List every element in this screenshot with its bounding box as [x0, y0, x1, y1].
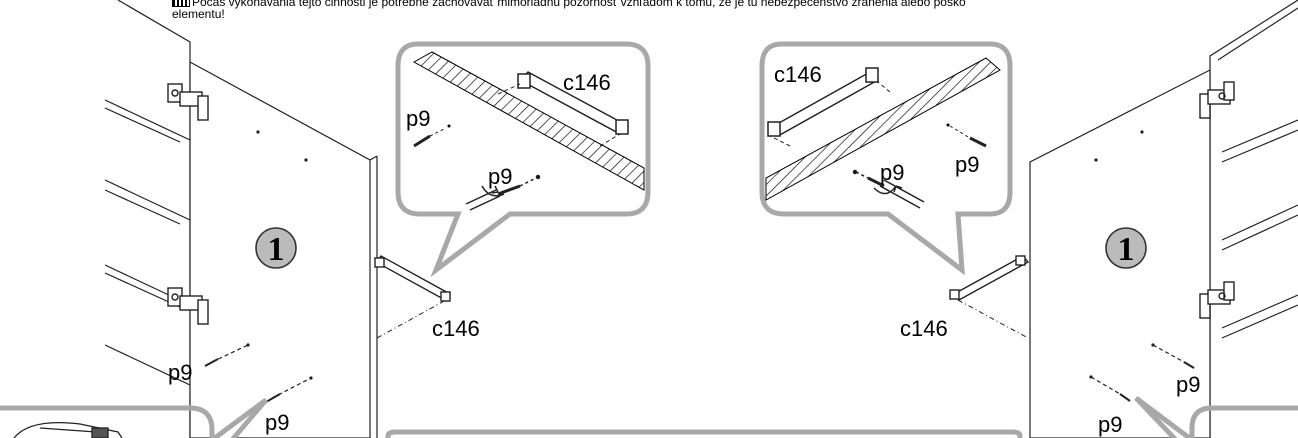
warning-note: Počas vykonávania tejto činnosti je potr…	[172, 0, 1298, 20]
handle-label: c146	[432, 316, 480, 341]
drill-icon	[13, 421, 123, 438]
screw-label: p9	[955, 152, 979, 177]
hinge-icon	[167, 287, 209, 325]
handle-icon	[949, 255, 1030, 301]
hinge-icon	[1199, 81, 1235, 119]
handle-label: c146	[900, 316, 948, 341]
detail-callout: c146 p9 p9	[759, 41, 1013, 276]
left-cabinet	[104, 0, 378, 438]
panel-number-badge: 1	[1105, 227, 1147, 269]
screwdriver-icon	[852, 169, 925, 209]
screw-label: p9	[1176, 372, 1200, 397]
screw-label: p9	[880, 160, 904, 185]
screw-label: p9	[488, 164, 512, 189]
hinge-icon	[167, 83, 209, 121]
detail-callout: p9 p9 c146	[395, 41, 651, 278]
panel-number-label: 1	[268, 231, 285, 268]
detail-callout	[385, 429, 1023, 438]
screw-icon	[1119, 361, 1195, 402]
screw-icon	[204, 358, 281, 403]
screw-label: p9	[265, 410, 289, 435]
detail-callout	[0, 397, 268, 438]
warning-text-line2: elementu!	[172, 7, 225, 21]
screw-label: p9	[406, 106, 430, 131]
detail-callout	[1134, 396, 1298, 438]
screw-label: p9	[168, 360, 192, 385]
warning-text-line1: Počas vykonávania tejto činnosti je potr…	[192, 0, 966, 9]
right-cabinet	[1029, 0, 1298, 438]
handle-label: c146	[563, 70, 611, 95]
hinge-icon	[1199, 281, 1235, 319]
warning-icon	[172, 0, 190, 7]
screw-label: p9	[1098, 412, 1122, 437]
screwdriver-icon	[465, 174, 541, 211]
handle-label: c146	[774, 62, 822, 87]
panel-number-label: 1	[1118, 231, 1135, 268]
panel-number-badge: 1	[255, 227, 297, 269]
handle-icon	[374, 255, 452, 302]
